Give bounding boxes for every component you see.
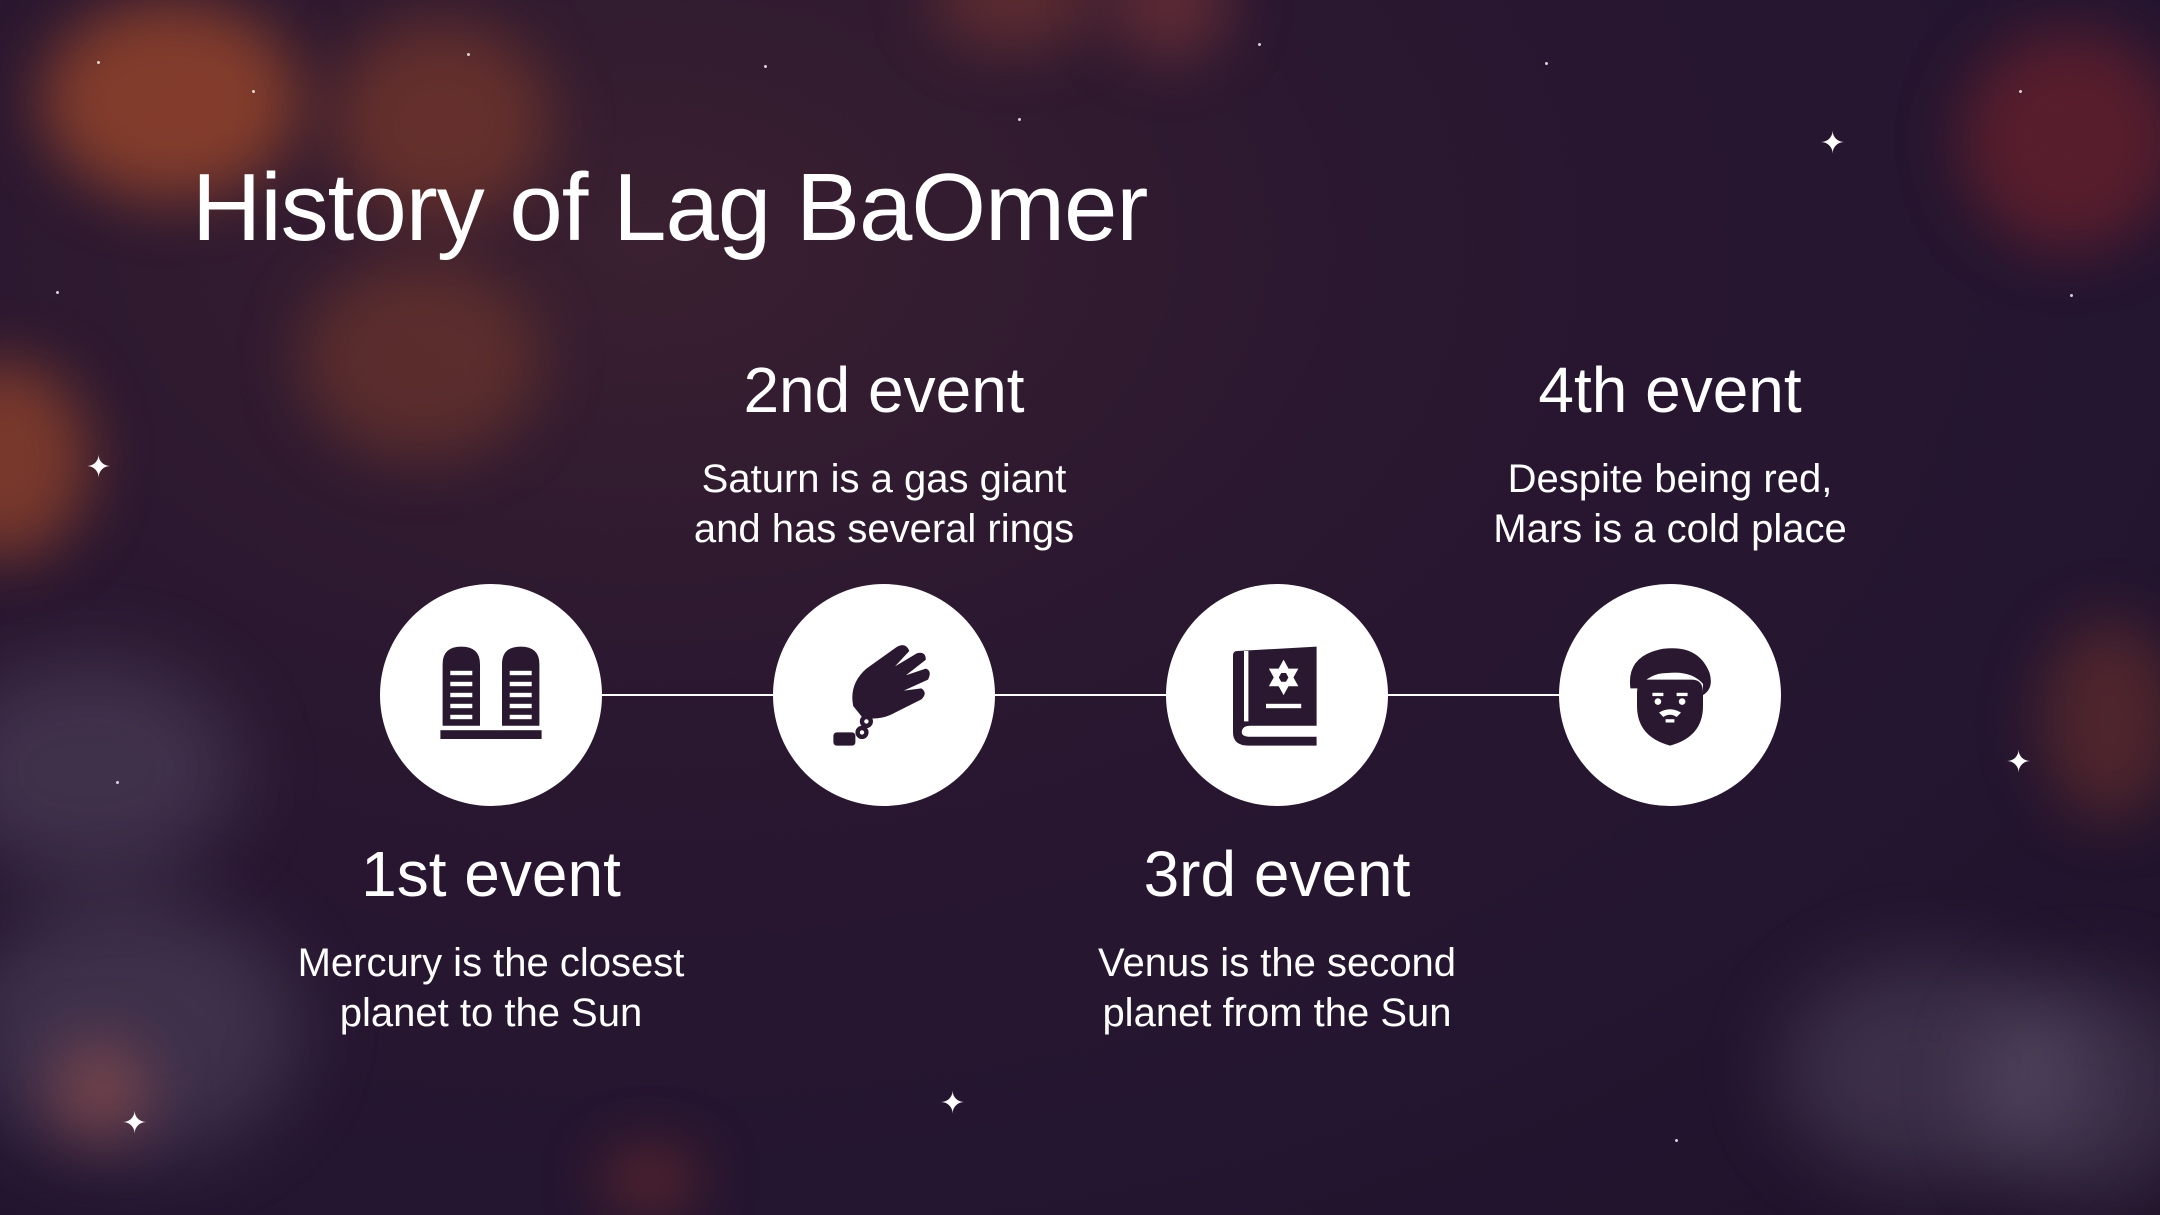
event-1-title: 1st event: [361, 838, 621, 910]
star-dot: [1258, 43, 1261, 46]
cloud: [1980, 980, 2160, 1200]
star-dot: [467, 53, 470, 56]
star-dot: [2019, 90, 2022, 93]
bokeh-light: [50, 1040, 150, 1140]
event-3-title: 3rd event: [1143, 838, 1411, 910]
star-dot: [764, 65, 767, 68]
bokeh-light: [1110, 0, 1230, 60]
event-2-title: 2nd event: [743, 354, 1025, 426]
bokeh-light: [300, 260, 540, 460]
bokeh-light: [930, 0, 1100, 50]
timeline-connector: [993, 694, 1169, 696]
event-3-description: Venus is the second planet from the Sun: [1097, 941, 1457, 1036]
event-4-description: Despite being red, Mars is a cold place: [1493, 457, 1847, 552]
sparkle-icon: ✦: [1820, 127, 1846, 160]
event-4-title: 4th event: [1538, 354, 1802, 426]
event-2-circle: [773, 584, 995, 806]
bokeh-light: [1960, 30, 2160, 250]
rabbi-icon: [1629, 648, 1711, 746]
cloud: [0, 900, 300, 1160]
sparkle-icon: ✦: [122, 1107, 148, 1140]
cloud: [1780, 960, 2080, 1180]
tablets-icon: [440, 646, 542, 739]
star-dot: [116, 781, 119, 784]
cloud: [0, 660, 240, 880]
star-dot: [1675, 1139, 1678, 1142]
slide-title: History of Lag BaOmer: [192, 154, 1148, 261]
event-2-description: Saturn is a gas giant and has several ri…: [693, 457, 1075, 552]
holy-book-icon: [1233, 646, 1317, 746]
event-4-circle: [1559, 584, 1781, 806]
star-dot: [1018, 118, 1021, 121]
sparkle-icon: ✦: [86, 451, 112, 484]
sparkle-icon: ✦: [2006, 746, 2032, 779]
timeline-connector: [600, 694, 776, 696]
event-1-description: Mercury is the closest planet to the Sun: [297, 941, 685, 1036]
event-3-circle: [1166, 584, 1388, 806]
star-dot: [2070, 294, 2073, 297]
star-dot: [56, 291, 59, 294]
star-dot: [252, 90, 255, 93]
star-dot: [1545, 62, 1548, 65]
sparkle-icon: ✦: [940, 1087, 966, 1120]
bokeh-light: [2040, 620, 2160, 820]
star-dot: [97, 61, 100, 64]
event-1-circle: [380, 584, 602, 806]
prayer-hand-icon: [833, 645, 930, 746]
bokeh-light: [600, 1150, 700, 1210]
timeline-connector: [1386, 694, 1562, 696]
bokeh-light: [0, 360, 90, 560]
